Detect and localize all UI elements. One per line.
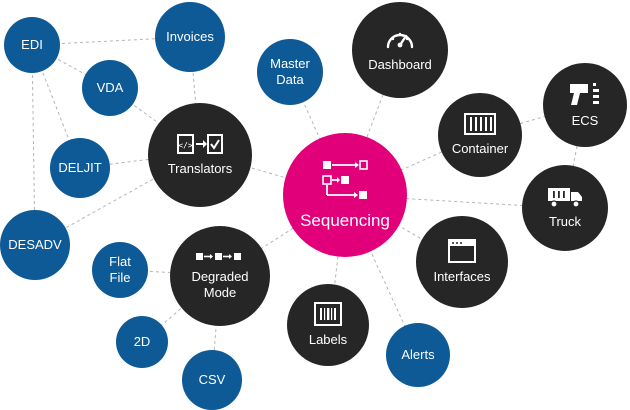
node-ecs-label: ECS [571, 113, 599, 128]
node-master-data-label-line1: Master [270, 56, 310, 71]
node-deljit-label: DELJIT [58, 160, 102, 175]
node-deljit[interactable]: DELJIT [50, 138, 110, 198]
node-ecs[interactable]: ECS [543, 63, 627, 147]
node-labels[interactable]: Labels [287, 284, 369, 366]
process-steps-icon [196, 253, 241, 260]
node-edi-label: EDI [21, 37, 43, 52]
speedometer-icon [386, 32, 414, 49]
link-masterdata-sequencing [289, 71, 346, 196]
node-flat-file-label-line1: Flat [109, 254, 131, 269]
truck-icon [548, 188, 582, 208]
node-invoices-label: Invoices [166, 29, 214, 44]
node-alerts-label: Alerts [401, 347, 435, 362]
node-alerts[interactable]: Alerts [386, 323, 450, 387]
node-translators[interactable]: </> Translators [148, 103, 252, 207]
node-master-data-label-line2: Data [276, 72, 304, 87]
node-invoices[interactable]: Invoices [155, 2, 225, 72]
node-sequencing[interactable]: Sequencing [283, 133, 407, 257]
node-flat-file-label-line2: File [109, 270, 131, 285]
node-container-label: Container [451, 141, 509, 156]
translate-document-icon: </> [177, 134, 223, 154]
node-dashboard-label: Dashboard [368, 57, 432, 72]
svg-text:</>: </> [178, 141, 193, 150]
barcode-icon [314, 302, 342, 326]
node-degraded-mode-label-line1: Degraded [191, 269, 249, 284]
node-interfaces[interactable]: Interfaces [416, 216, 508, 308]
node-flat-file[interactable]: Flat File [92, 242, 148, 298]
scanner-icon [570, 83, 599, 105]
node-labels-label: Labels [308, 332, 348, 347]
node-vda-label: VDA [96, 80, 124, 95]
node-truck-label: Truck [548, 214, 582, 229]
node-container[interactable]: Container [438, 93, 522, 177]
node-2d-label: 2D [133, 334, 151, 349]
node-edi[interactable]: EDI [4, 17, 60, 73]
node-csv[interactable]: CSV [182, 350, 242, 410]
node-dashboard[interactable]: Dashboard [352, 2, 448, 98]
node-degraded-mode-label-line2: Mode [203, 285, 237, 300]
node-csv-label: CSV [198, 372, 226, 387]
node-translators-label: Translators [167, 161, 233, 176]
node-sequencing-label: Sequencing [300, 211, 390, 230]
sequence-flow-icon [322, 160, 368, 199]
node-desadv-label: DESADV [8, 237, 62, 252]
node-vda[interactable]: VDA [82, 60, 138, 116]
node-desadv[interactable]: DESADV [0, 210, 70, 280]
node-truck[interactable]: Truck [522, 165, 608, 251]
browser-window-icon [448, 239, 476, 263]
shipping-container-icon [464, 113, 496, 135]
node-degraded-mode[interactable]: Degraded Mode [170, 226, 270, 326]
node-interfaces-label: Interfaces [433, 269, 491, 284]
link-interfaces-sequencing [344, 194, 463, 263]
node-2d[interactable]: 2D [116, 316, 168, 368]
node-master-data[interactable]: Master Data [257, 39, 323, 105]
